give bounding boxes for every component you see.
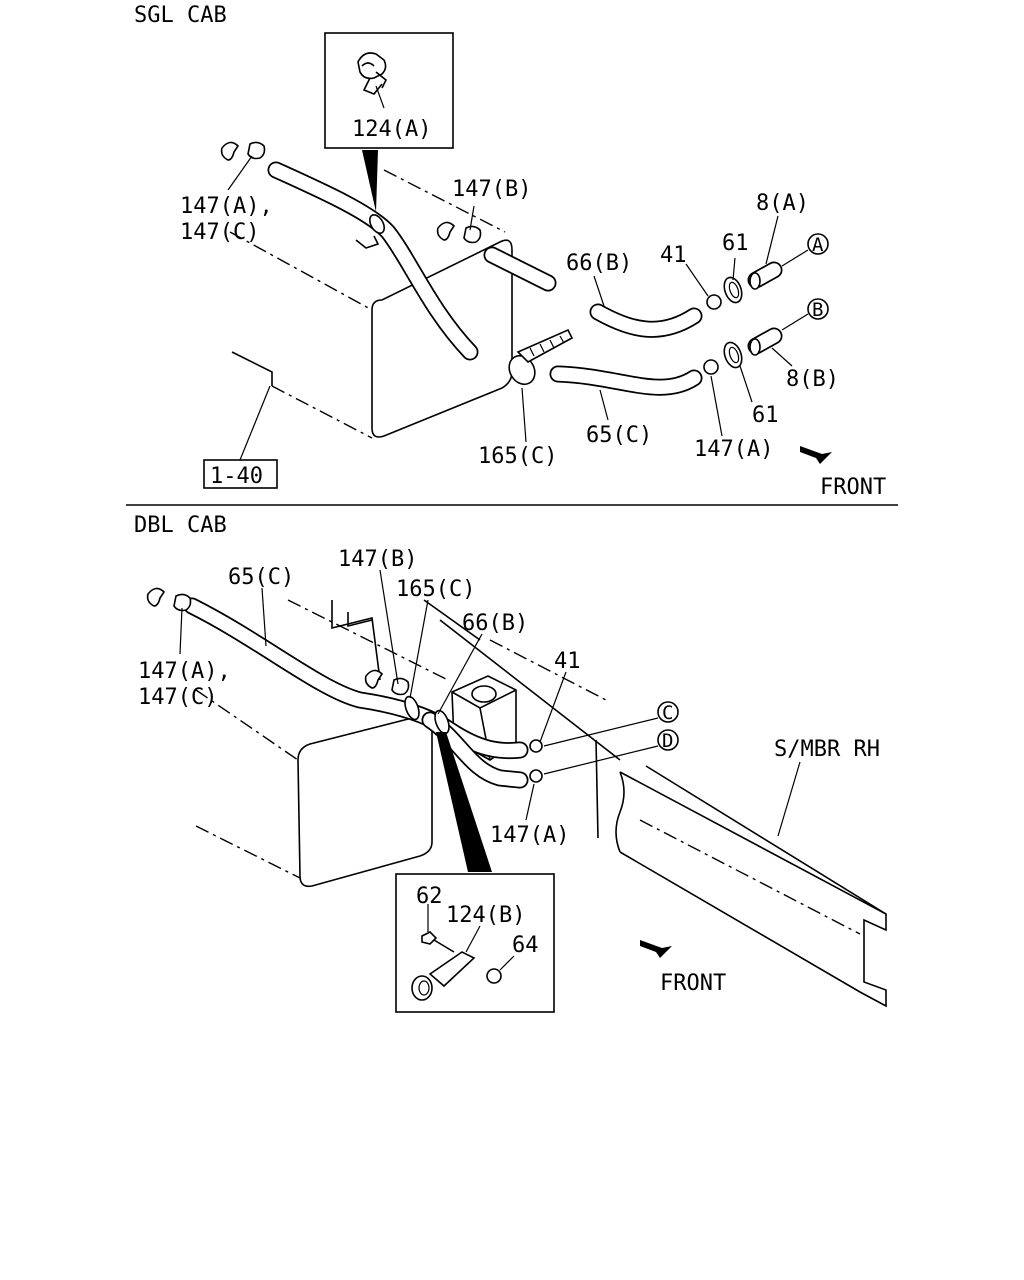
front-arrow-dbl: FRONT xyxy=(640,940,726,996)
label-66b-sgl: 66(B) xyxy=(566,251,632,276)
label-41-sgl: 41 xyxy=(660,243,687,268)
label-124a: 124(A) xyxy=(352,117,431,142)
label-147b-dbl: 147(B) xyxy=(338,547,417,572)
svg-text:C: C xyxy=(662,702,673,724)
label-65c-sgl: 65(C) xyxy=(586,423,652,448)
clamp-147a-dbl xyxy=(529,769,543,783)
label-smbr-rh: S/MBR RH xyxy=(774,737,880,762)
label-61a: 61 xyxy=(722,231,749,256)
frame-side-member xyxy=(439,619,887,1008)
label-124b: 124(B) xyxy=(446,903,525,928)
label-147a-sgl: 147(A), xyxy=(180,194,273,219)
band-clamp-165c-sgl xyxy=(508,328,574,386)
leaders-sgl xyxy=(227,155,809,461)
fastener-147a-sgl xyxy=(220,141,266,161)
inset-clip-124b: 62 124(B) 64 xyxy=(395,873,555,1013)
ref-box-1-40[interactable]: 1-40 xyxy=(203,459,278,489)
label-147a-dbl-2: 147(A) xyxy=(490,823,569,848)
front-label-sgl: FRONT xyxy=(820,475,886,500)
label-147c-sgl: 147(C) xyxy=(180,220,259,245)
label-61b: 61 xyxy=(752,403,779,428)
hose-tank-top xyxy=(267,161,479,361)
clamp-41-sgl xyxy=(706,294,722,310)
hose-66b-sgl xyxy=(589,303,703,338)
label-41-dbl: 41 xyxy=(554,649,581,674)
callout-b: B xyxy=(807,298,829,321)
sgl-cab-section: SGL CAB 124(A) xyxy=(134,3,886,500)
hose-65c-dbl xyxy=(183,597,529,760)
dbl-cab-section: DBL CAB xyxy=(134,513,887,1013)
clamp-147a-sgl xyxy=(703,359,719,375)
dbl-cab-title: DBL CAB xyxy=(134,513,227,538)
pointer-wedge-dbl xyxy=(436,732,492,872)
label-64: 64 xyxy=(512,933,539,958)
label-65c-dbl: 65(C) xyxy=(228,565,294,590)
hose-short-sgl xyxy=(483,246,557,292)
pipe-8a xyxy=(747,261,783,290)
label-147a-sgl-2: 147(A) xyxy=(694,437,773,462)
callout-c: C xyxy=(657,701,679,724)
label-8b: 8(B) xyxy=(786,367,839,392)
sgl-cab-title: SGL CAB xyxy=(134,3,227,28)
label-165c-dbl: 165(C) xyxy=(396,577,475,602)
callout-d: D xyxy=(657,729,679,752)
leaders-dbl xyxy=(179,569,801,837)
ref-label[interactable]: 1-40 xyxy=(210,464,263,489)
label-147c-dbl: 147(C) xyxy=(138,685,217,710)
clamp-41-dbl xyxy=(529,739,543,753)
label-147a-dbl: 147(A), xyxy=(138,659,231,684)
front-arrow-sgl: FRONT xyxy=(800,446,886,500)
svg-text:A: A xyxy=(812,234,824,256)
label-165c-sgl: 165(C) xyxy=(478,444,557,469)
svg-text:B: B xyxy=(812,299,823,321)
fastener-147b-sgl xyxy=(436,221,482,244)
label-147b-sgl: 147(B) xyxy=(452,177,531,202)
inset-clip-124a: 124(A) xyxy=(324,32,454,212)
fastener-147b-dbl xyxy=(364,669,410,696)
callout-a: A xyxy=(807,233,829,256)
pointer-wedge xyxy=(362,150,378,212)
label-66b-dbl: 66(B) xyxy=(462,611,528,636)
label-62: 62 xyxy=(416,884,443,909)
fastener-147a-dbl xyxy=(146,587,192,612)
clamp-61b xyxy=(723,341,743,369)
band-clamp-165c-dbl xyxy=(404,695,420,721)
front-label-dbl: FRONT xyxy=(660,971,726,996)
label-8a: 8(A) xyxy=(756,191,809,216)
pipe-8b xyxy=(747,327,783,356)
svg-text:D: D xyxy=(662,730,673,752)
clamp-61a xyxy=(723,276,743,304)
fuel-tank-dbl xyxy=(195,599,481,888)
hose-65c-sgl xyxy=(549,365,703,396)
